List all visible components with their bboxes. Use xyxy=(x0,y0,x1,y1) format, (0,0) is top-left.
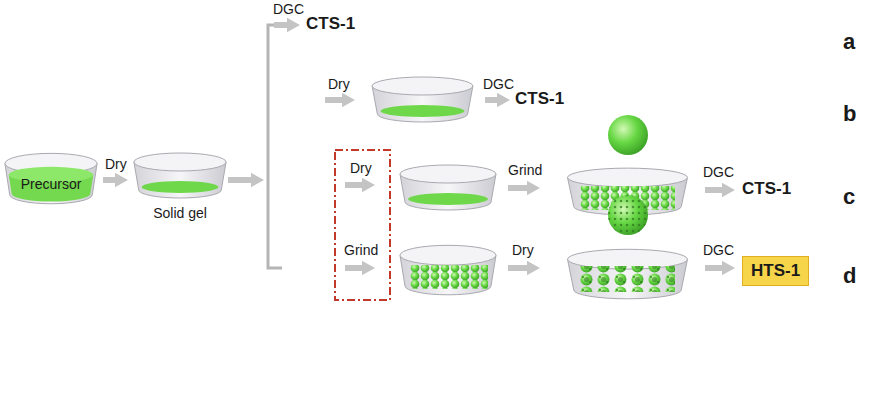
precursor-dish: Precursor xyxy=(3,150,99,206)
powder-dish xyxy=(568,249,688,298)
step-label: DGC xyxy=(483,76,514,92)
panel-letter: a xyxy=(843,30,855,54)
pore-pattern xyxy=(608,195,648,235)
flow-arrow xyxy=(508,265,527,271)
panel-letter: b xyxy=(843,102,856,126)
solid-sphere xyxy=(608,115,648,155)
step-label: Dry xyxy=(350,160,372,176)
product-label: CTS-1 xyxy=(742,179,791,199)
gel-dish xyxy=(400,165,496,210)
flow-arrow xyxy=(228,177,251,183)
product-label: HTS-1 xyxy=(751,261,800,281)
step-label: Dry xyxy=(103,156,129,172)
flow-arrow xyxy=(325,97,342,103)
branch-bracket xyxy=(268,25,282,268)
step-label: DGC xyxy=(703,164,734,180)
flow-arrow xyxy=(103,177,115,183)
step-label: DGC xyxy=(703,242,734,258)
product-label: CTS-1 xyxy=(515,89,564,109)
step-label: Grind xyxy=(508,162,542,178)
step-label: Dry xyxy=(328,76,350,92)
flow-arrow xyxy=(705,265,722,271)
flow-arrow xyxy=(485,97,497,103)
step-label: Dry xyxy=(512,242,534,258)
product-label: CTS-1 xyxy=(306,14,355,34)
step-label: Grind xyxy=(344,242,378,258)
hollow-particle-bed xyxy=(580,266,675,292)
panel-letter: d xyxy=(843,264,856,288)
panel-letter: c xyxy=(843,185,855,209)
flow-arrow xyxy=(508,185,527,191)
step-label: DGC xyxy=(273,1,304,17)
highlight-box xyxy=(335,150,390,300)
flow-arrow xyxy=(345,182,362,188)
particle-bed xyxy=(410,265,488,289)
product-box: HTS-1 xyxy=(742,256,809,286)
flow-arrow xyxy=(705,187,722,193)
powder-dish xyxy=(400,245,496,294)
dish-label: Solid gel xyxy=(132,205,228,221)
solid-gel-dish: Solid gel xyxy=(132,150,228,224)
flow-arrow xyxy=(274,22,287,28)
dish-label: Precursor xyxy=(3,176,99,192)
gel-dish xyxy=(372,77,473,122)
flow-arrow xyxy=(345,265,362,271)
dish-outline xyxy=(132,150,228,200)
porous-sphere xyxy=(608,195,648,235)
